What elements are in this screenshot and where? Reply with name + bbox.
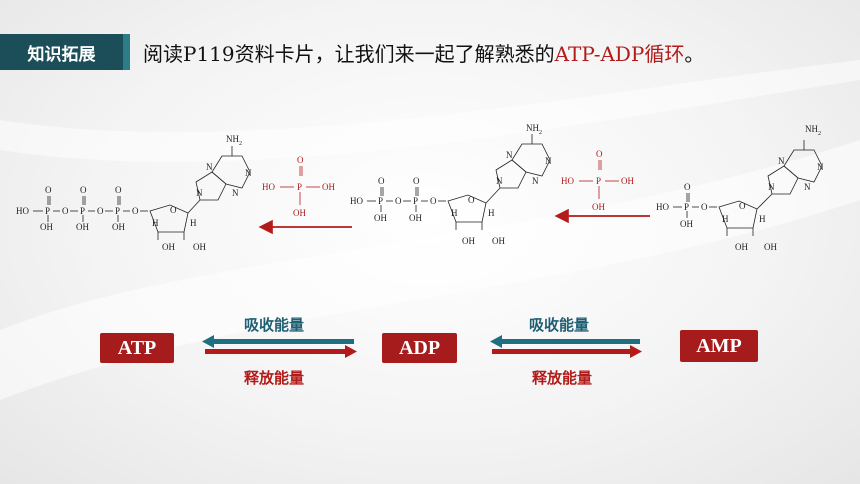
pi1-oh-bottom-text: OH — [293, 208, 306, 218]
adp-p1-oh-text: OH — [374, 213, 387, 223]
phosphate-group-2: O HO P OH OH — [561, 149, 634, 212]
absorb-arrow-2-body — [498, 339, 640, 344]
release-energy-label-1: 释放能量 — [244, 369, 305, 387]
adp-ring-o-text: O — [468, 195, 475, 205]
adp-p1-text: P — [378, 196, 383, 206]
atp-p2-text: P — [80, 206, 85, 216]
pi2-oh-bottom-text: OH — [592, 202, 605, 212]
adp-n1-text: N — [545, 156, 552, 166]
absorb-energy-label-2: 吸收能量 — [529, 316, 590, 334]
adp-n9-text: N — [496, 176, 503, 186]
atp-p3-o-text: O — [115, 185, 122, 195]
release-arrow-2-head — [630, 345, 642, 358]
adp-h1-text: H — [451, 208, 458, 218]
pi2-oh-right-text: OH — [621, 176, 634, 186]
atp-p3-oh-text: OH — [112, 222, 125, 232]
amp-n9-text: N — [768, 182, 775, 192]
amp-nh2-text: NH2 — [805, 124, 821, 137]
amp-p1-text: P — [684, 202, 689, 212]
atp-o2-text: O — [97, 206, 104, 216]
atp-oh-left-text: OH — [162, 242, 175, 252]
amp-p1-o-text: O — [684, 182, 691, 192]
atp-o1-text: O — [62, 206, 69, 216]
release-arrow-2-body — [492, 349, 634, 354]
adp-p2-o-text: O — [413, 176, 420, 186]
atp-ho-text: HO — [16, 206, 29, 216]
adp-n7-text: N — [506, 150, 513, 160]
pi1-p-text: P — [297, 182, 302, 192]
section-tag-accent — [123, 34, 130, 70]
adp-p2-oh-text: OH — [409, 213, 422, 223]
atp-ring-o-text: O — [170, 205, 177, 215]
atp-molecule: HO P O OH O P O OH O P O OH O O OH OH — [16, 134, 252, 252]
molecule-diagram: HO P O OH O P O OH O P O OH O O OH OH — [16, 123, 824, 252]
pi1-oh-right-text: OH — [322, 182, 335, 192]
atp-n9-text: N — [196, 188, 203, 198]
atp-n7-text: N — [206, 162, 213, 172]
amp-molecule: HO P O OH O O OH OH H H N N N N NH2 — [656, 124, 824, 252]
amp-oh-right-text: OH — [764, 242, 777, 252]
atp-p1-text: P — [45, 206, 50, 216]
adp-oh-left-text: OH — [462, 236, 475, 246]
adp-oh-right-text: OH — [492, 236, 505, 246]
atp-p2-o-text: O — [80, 185, 87, 195]
atp-nh2-text: NH2 — [226, 134, 242, 147]
absorb-energy-label-1: 吸收能量 — [244, 316, 305, 334]
atp-p3-text: P — [115, 206, 120, 216]
pi2-o-text: O — [596, 149, 603, 159]
adp-o2-text: O — [430, 196, 437, 206]
absorb-arrow-1-head — [202, 335, 214, 348]
pi2-p-text: P — [596, 176, 601, 186]
phosphate-group-1: O HO P OH OH — [262, 155, 335, 218]
release-arrow-1-body — [205, 349, 349, 354]
atp-box: ATP — [100, 333, 174, 363]
amp-h2-text: H — [759, 214, 766, 224]
amp-oh-left-text: OH — [735, 242, 748, 252]
atp-n3-text: N — [232, 188, 239, 198]
adp-p2-text: P — [413, 196, 418, 206]
amp-ring-o-text: O — [739, 201, 746, 211]
section-tag: 知识拓展 — [0, 34, 123, 70]
pi1-o-text: O — [297, 155, 304, 165]
amp-h1-text: H — [722, 214, 729, 224]
adp-h2-text: H — [488, 208, 495, 218]
atp-oh-right-text: OH — [193, 242, 206, 252]
amp-ho-text: HO — [656, 202, 669, 212]
amp-n1-text: N — [817, 162, 824, 172]
atp-h1-text: H — [152, 218, 159, 228]
atp-p1-o-text: O — [45, 185, 52, 195]
cycle-arrows — [202, 335, 642, 358]
atp-o3-text: O — [132, 206, 139, 216]
atp-p2-oh-text: OH — [76, 222, 89, 232]
adp-n3-text: N — [532, 176, 539, 186]
adp-molecule: HO P O OH O P O OH O O OH OH H H N N N N — [350, 123, 552, 246]
adp-ho-text: HO — [350, 196, 363, 206]
adp-box: ADP — [382, 333, 457, 363]
atp-p1-oh-text: OH — [40, 222, 53, 232]
pi1-ho-text: HO — [262, 182, 275, 192]
heading-highlight: ATP-ADP循环 — [554, 42, 685, 66]
atp-h2-text: H — [190, 218, 197, 228]
page-heading: 阅读P119资料卡片，让我们来一起了解熟悉的ATP-ADP循环。 — [143, 38, 704, 67]
absorb-arrow-2-head — [490, 335, 502, 348]
release-arrow-1-head — [345, 345, 357, 358]
adp-o1-text: O — [395, 196, 402, 206]
amp-box: AMP — [680, 330, 758, 362]
heading-prefix: 阅读P119资料卡片，让我们来一起了解熟悉的 — [143, 42, 555, 66]
absorb-arrow-1-body — [210, 339, 354, 344]
amp-n3-text: N — [804, 182, 811, 192]
amp-p1-oh-text: OH — [680, 219, 693, 229]
pi2-ho-text: HO — [561, 176, 574, 186]
atp-n1-text: N — [245, 168, 252, 178]
amp-o1-text: O — [701, 202, 708, 212]
adp-p1-o-text: O — [378, 176, 385, 186]
adp-nh2-text: NH2 — [526, 123, 542, 136]
release-energy-label-2: 释放能量 — [532, 369, 593, 387]
amp-n7-text: N — [778, 156, 785, 166]
heading-suffix: 。 — [684, 42, 705, 66]
